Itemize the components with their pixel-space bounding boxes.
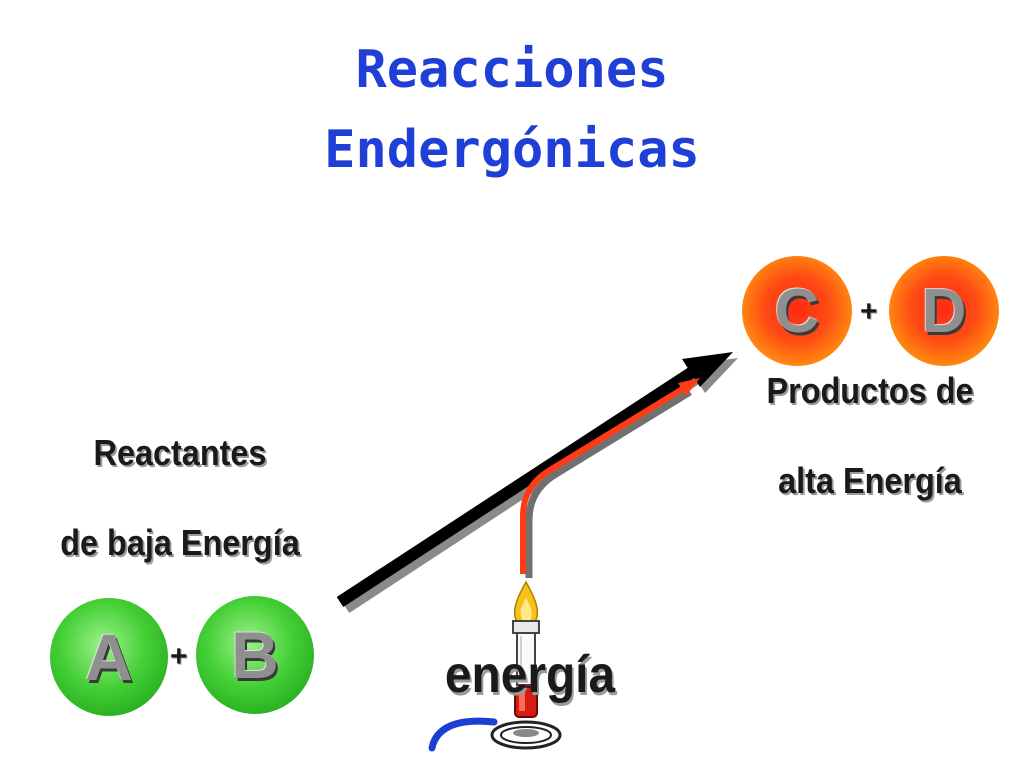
reactants-label-line-1: Reactantes (93, 432, 267, 473)
reactants-plus-sign: + (170, 640, 188, 673)
reactants-label: Reactantes de baja Energía (36, 430, 324, 566)
bunsen-burner-icon (428, 580, 562, 752)
energy-input-arrow (520, 378, 700, 578)
molecule-b: B (196, 596, 314, 714)
molecule-a: A (50, 598, 168, 716)
products-label-line-1: Productos de (766, 370, 974, 411)
title-line-1: Reacciones (355, 40, 669, 100)
reactants-label-line-2: de baja Energía (60, 522, 300, 563)
products-plus-sign: + (860, 295, 878, 328)
energy-label: energía (444, 646, 616, 704)
slide-title: Reacciones Endergónicas (0, 30, 1024, 190)
molecule-c: C (742, 256, 852, 366)
products-label-line-2: alta Energía (778, 460, 962, 501)
molecule-d: D (889, 256, 999, 366)
products-label: Productos de alta Energía (744, 368, 996, 504)
title-line-2: Endergónicas (324, 120, 700, 180)
